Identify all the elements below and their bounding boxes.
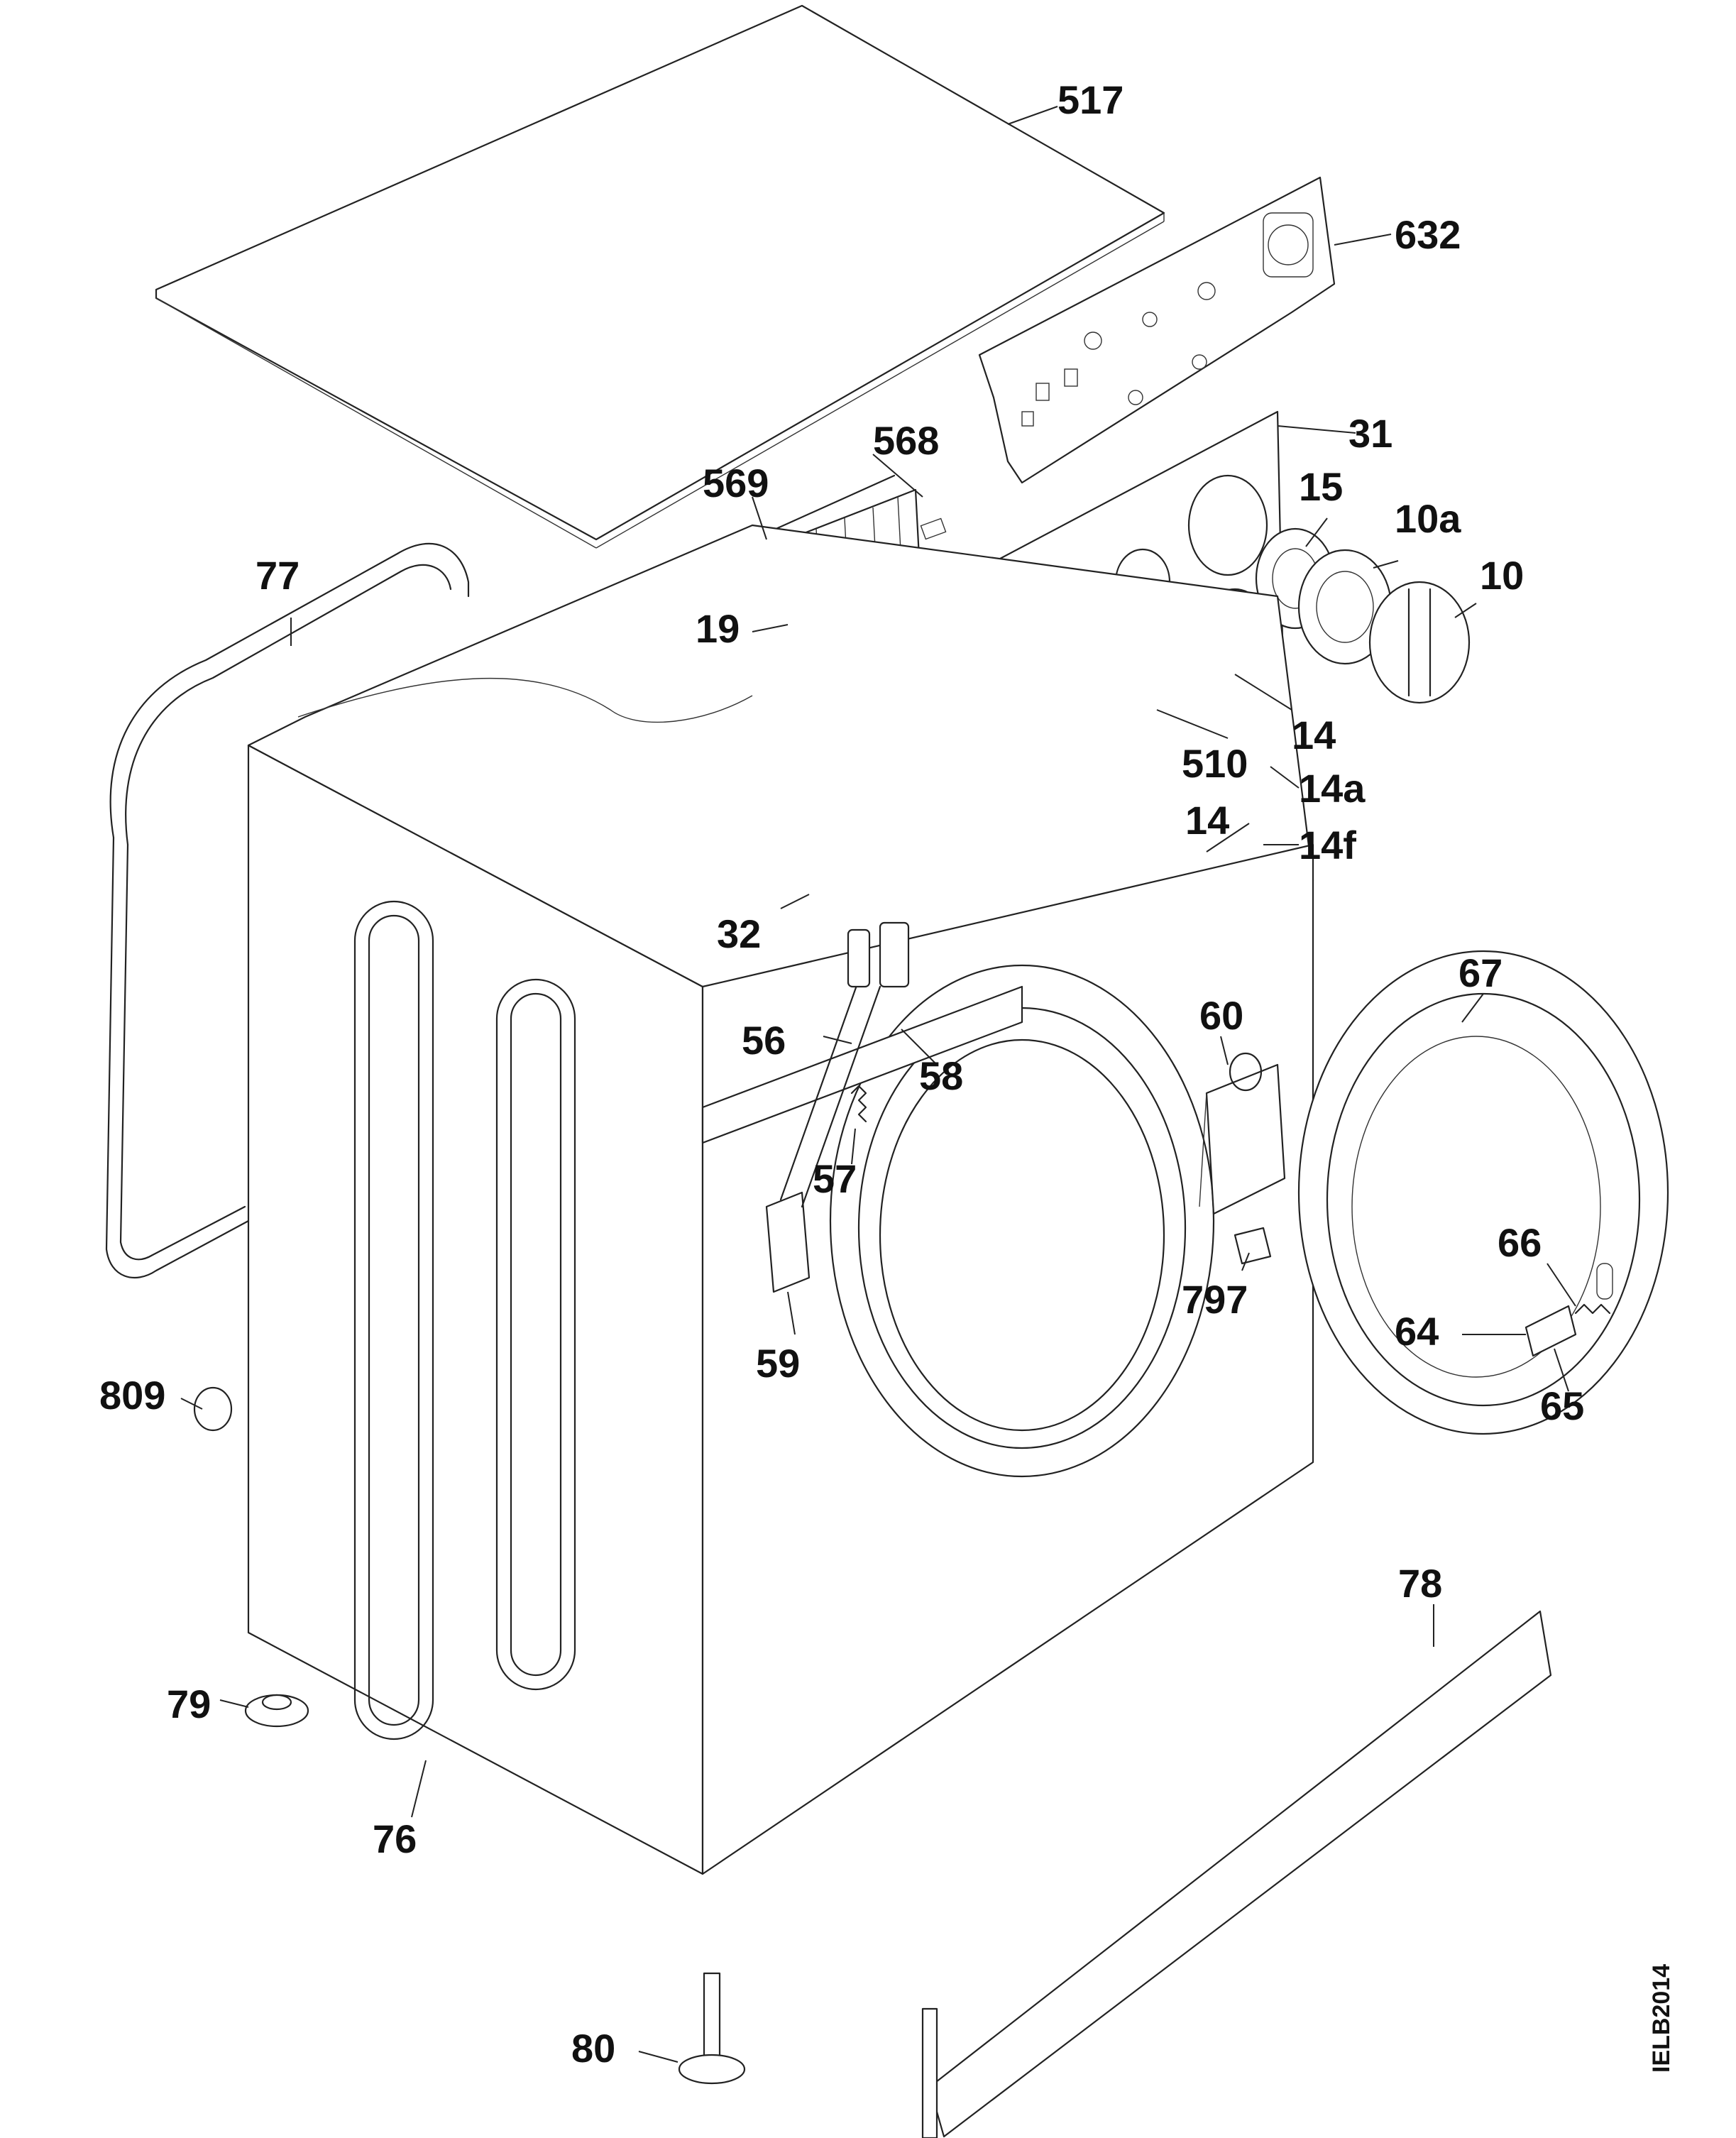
callout-517: 517 xyxy=(1057,77,1124,122)
callout-59: 59 xyxy=(756,1341,800,1386)
callout-76: 76 xyxy=(373,1816,417,1861)
callout-57: 57 xyxy=(813,1156,857,1201)
callout-510: 510 xyxy=(1182,741,1248,786)
callout-809: 809 xyxy=(99,1373,165,1418)
callout-15: 15 xyxy=(1299,464,1343,509)
switch-part xyxy=(847,921,910,988)
callout-569: 569 xyxy=(703,461,769,505)
callout-14-mid: 14 xyxy=(1185,798,1229,843)
top-lid-part xyxy=(155,4,1165,549)
door-opening-part xyxy=(701,964,1215,1478)
callout-632: 632 xyxy=(1395,212,1461,257)
callout-58: 58 xyxy=(919,1053,963,1098)
callout-19: 19 xyxy=(696,606,740,651)
callout-65: 65 xyxy=(1540,1383,1584,1428)
callout-14-top: 14 xyxy=(1292,713,1336,757)
leader-lines xyxy=(180,106,1576,2063)
spring-part xyxy=(850,1085,867,1123)
door-part xyxy=(1297,950,1669,1435)
door-catch-part xyxy=(1525,1303,1611,1357)
foot-part xyxy=(193,1386,746,2085)
cabinet-body-part xyxy=(247,524,1314,1875)
callout-64: 64 xyxy=(1395,1309,1439,1354)
small-bracket-part xyxy=(1234,1227,1272,1265)
callout-56: 56 xyxy=(742,1018,786,1063)
callout-66: 66 xyxy=(1498,1220,1542,1265)
callout-14a: 14a xyxy=(1299,766,1366,811)
plinth-part xyxy=(921,1610,1552,2138)
callout-10a: 10a xyxy=(1395,496,1461,541)
callout-67: 67 xyxy=(1458,950,1502,995)
callout-14f: 14f xyxy=(1299,823,1356,867)
callout-80: 80 xyxy=(571,2026,615,2071)
callout-32: 32 xyxy=(717,911,761,956)
door-lock-part xyxy=(765,978,881,1293)
control-panel-bracket-part xyxy=(978,176,1336,484)
callout-31: 31 xyxy=(1348,411,1392,456)
callout-60: 60 xyxy=(1199,993,1243,1038)
drawing-code: IELB2014 xyxy=(1648,1964,1675,2073)
callout-78: 78 xyxy=(1398,1561,1442,1606)
callout-797: 797 xyxy=(1182,1277,1248,1322)
callout-labels: 517 632 568 31 569 15 10a 77 10 19 14 51… xyxy=(99,77,1584,2071)
callout-77: 77 xyxy=(256,553,300,598)
callout-568: 568 xyxy=(873,418,939,463)
callout-79: 79 xyxy=(167,1682,211,1726)
hinge-part xyxy=(1199,1052,1286,1215)
rear-seal-gasket-part xyxy=(105,542,470,1279)
callout-10: 10 xyxy=(1480,553,1524,598)
